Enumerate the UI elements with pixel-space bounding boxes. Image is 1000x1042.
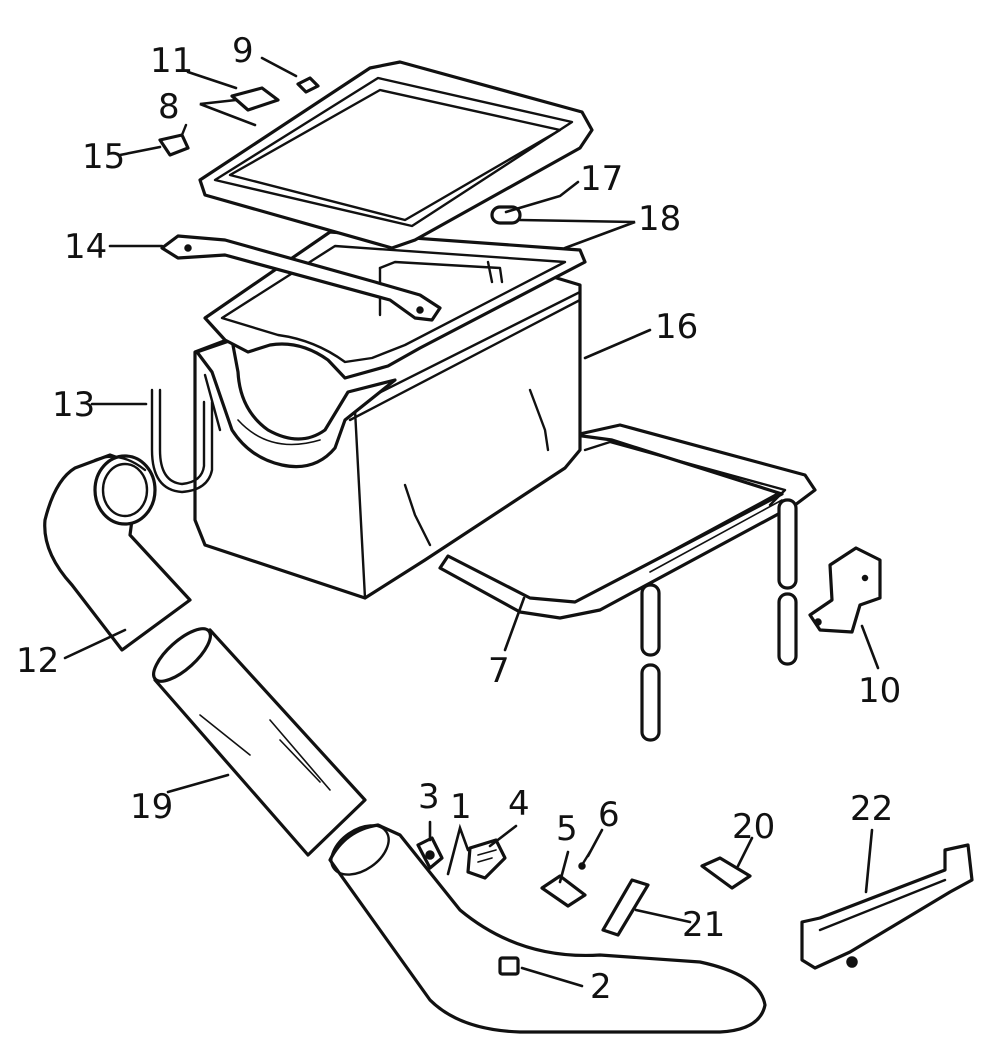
part-15-latch — [158, 123, 190, 157]
callout-2: 2 — [590, 967, 612, 1007]
callout-1: 1 — [450, 787, 472, 827]
part-13-cable — [150, 388, 214, 494]
callout-17: 17 — [580, 159, 623, 199]
callout-19: 19 — [130, 787, 173, 827]
part-10-mount-bracket — [808, 546, 882, 634]
part-3-fitting — [416, 836, 444, 870]
callout-16: 16 — [655, 307, 698, 347]
callout-11: 11 — [150, 41, 193, 81]
callout-7: 7 — [488, 651, 510, 691]
part-9-clip — [296, 76, 320, 94]
part-19-straight-duct — [152, 627, 367, 857]
part-14-strap — [160, 234, 442, 322]
callout-15: 15 — [82, 137, 125, 177]
callout-9: 9 — [232, 31, 254, 71]
part-7-support-frame — [438, 423, 817, 742]
callout-22: 22 — [850, 789, 893, 829]
leader-lines — [63, 56, 880, 988]
callout-13: 13 — [52, 385, 95, 425]
callout-8: 8 — [158, 87, 180, 127]
callout-labels: 11 9 8 15 17 18 14 16 13 12 7 10 19 3 1 … — [16, 31, 901, 1007]
callout-21: 21 — [682, 905, 725, 945]
callout-6: 6 — [598, 795, 620, 835]
part-22-rail — [800, 843, 974, 970]
callout-20: 20 — [732, 807, 775, 847]
part-12-elbow-duct — [43, 453, 192, 652]
lid — [198, 60, 594, 250]
callout-14: 14 — [64, 227, 107, 267]
lower-duct — [328, 823, 767, 1034]
callout-10: 10 — [858, 671, 901, 711]
callout-18: 18 — [638, 199, 681, 239]
part-4-bracket — [466, 838, 507, 880]
callout-5: 5 — [556, 809, 578, 849]
callout-4: 4 — [508, 784, 530, 824]
part-21-strip — [601, 878, 650, 937]
part-5-plate — [540, 874, 587, 908]
callout-12: 12 — [16, 641, 59, 681]
part-20-clip — [700, 856, 752, 890]
callout-3: 3 — [418, 777, 440, 817]
part-11-label-plate — [230, 86, 280, 112]
